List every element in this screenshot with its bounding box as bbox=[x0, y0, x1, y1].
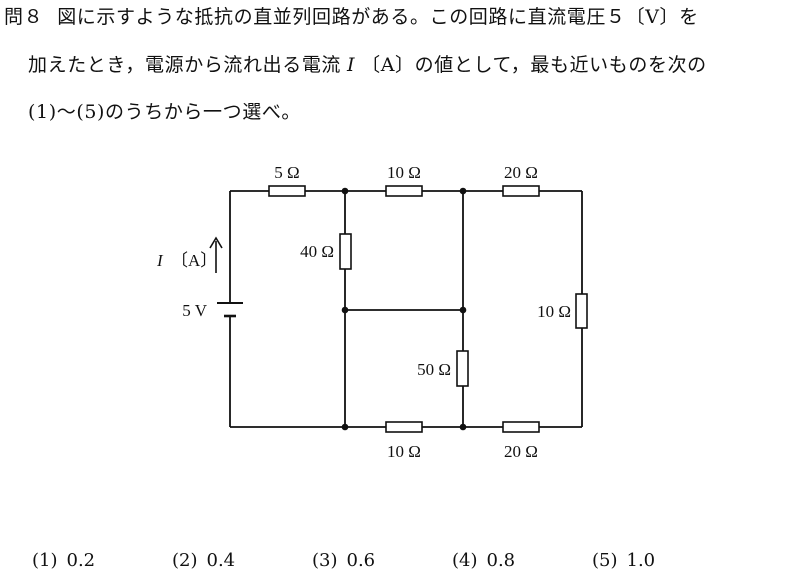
choice-4[interactable]: (4) 0.8 bbox=[452, 549, 515, 573]
choice-1[interactable]: (1) 0.2 bbox=[32, 549, 95, 573]
label-vert-left: 40 Ω bbox=[300, 242, 334, 261]
choice-4-num: (4) bbox=[452, 550, 478, 571]
choice-5-value: 1.0 bbox=[626, 550, 656, 571]
choice-5-num: (5) bbox=[592, 550, 618, 571]
question-line-3: (1)～(5)のうちから一つ選べ。 bbox=[28, 99, 301, 125]
question-text-1: 図に示すような抵抗の直並列回路がある。この回路に直流電圧５〔V〕を bbox=[57, 6, 699, 28]
resistor-top-mid bbox=[385, 185, 423, 197]
current-arrow-icon bbox=[209, 236, 223, 273]
resistor-top-left bbox=[268, 185, 306, 197]
resistor-bot-right bbox=[502, 421, 540, 433]
choice-2[interactable]: (2) 0.4 bbox=[172, 549, 235, 573]
question-text-3: (1)～(5)のうちから一つ選べ。 bbox=[28, 101, 302, 123]
label-top-left: 5 Ω bbox=[274, 163, 299, 182]
question-text-2a: 加えたとき，電源から流れ出る電流 bbox=[28, 54, 342, 76]
label-vert-right: 10 Ω bbox=[537, 302, 571, 321]
junction-nodes bbox=[341, 187, 467, 431]
resistor-vert-left bbox=[339, 233, 352, 270]
choice-4-value: 0.8 bbox=[486, 550, 516, 571]
current-variable: I bbox=[347, 54, 356, 76]
choice-3-value: 0.6 bbox=[346, 550, 376, 571]
choice-2-num: (2) bbox=[172, 550, 198, 571]
choice-3-num: (3) bbox=[312, 550, 338, 571]
battery-symbol bbox=[217, 302, 243, 318]
resistor-vert-right bbox=[575, 293, 588, 329]
label-vert-mid: 50 Ω bbox=[417, 360, 451, 379]
resistor-vert-mid bbox=[456, 350, 469, 387]
choice-5[interactable]: (5) 1.0 bbox=[592, 549, 655, 573]
label-bot-right: 20 Ω bbox=[504, 442, 538, 461]
choice-1-value: 0.2 bbox=[66, 550, 96, 571]
question-text-2b: 〔A〕の値として，最も近いものを次の bbox=[361, 54, 707, 76]
current-label-unit: 〔A〕 bbox=[171, 251, 217, 270]
source-label: 5 V bbox=[182, 301, 207, 320]
resistor-bot-mid bbox=[385, 421, 423, 433]
question-line-1: 問８ 図に示すような抵抗の直並列回路がある。この回路に直流電圧５〔V〕を bbox=[4, 4, 699, 30]
resistor-top-right bbox=[502, 185, 540, 197]
label-top-right: 20 Ω bbox=[504, 163, 538, 182]
current-label-var: I bbox=[156, 251, 164, 270]
choice-3[interactable]: (3) 0.6 bbox=[312, 549, 375, 573]
choice-1-num: (1) bbox=[32, 550, 58, 571]
circuit-wires bbox=[229, 190, 583, 428]
question-number: 問８ bbox=[4, 6, 44, 28]
choice-2-value: 0.4 bbox=[206, 550, 236, 571]
label-top-mid: 10 Ω bbox=[387, 163, 421, 182]
label-bot-mid: 10 Ω bbox=[387, 442, 421, 461]
